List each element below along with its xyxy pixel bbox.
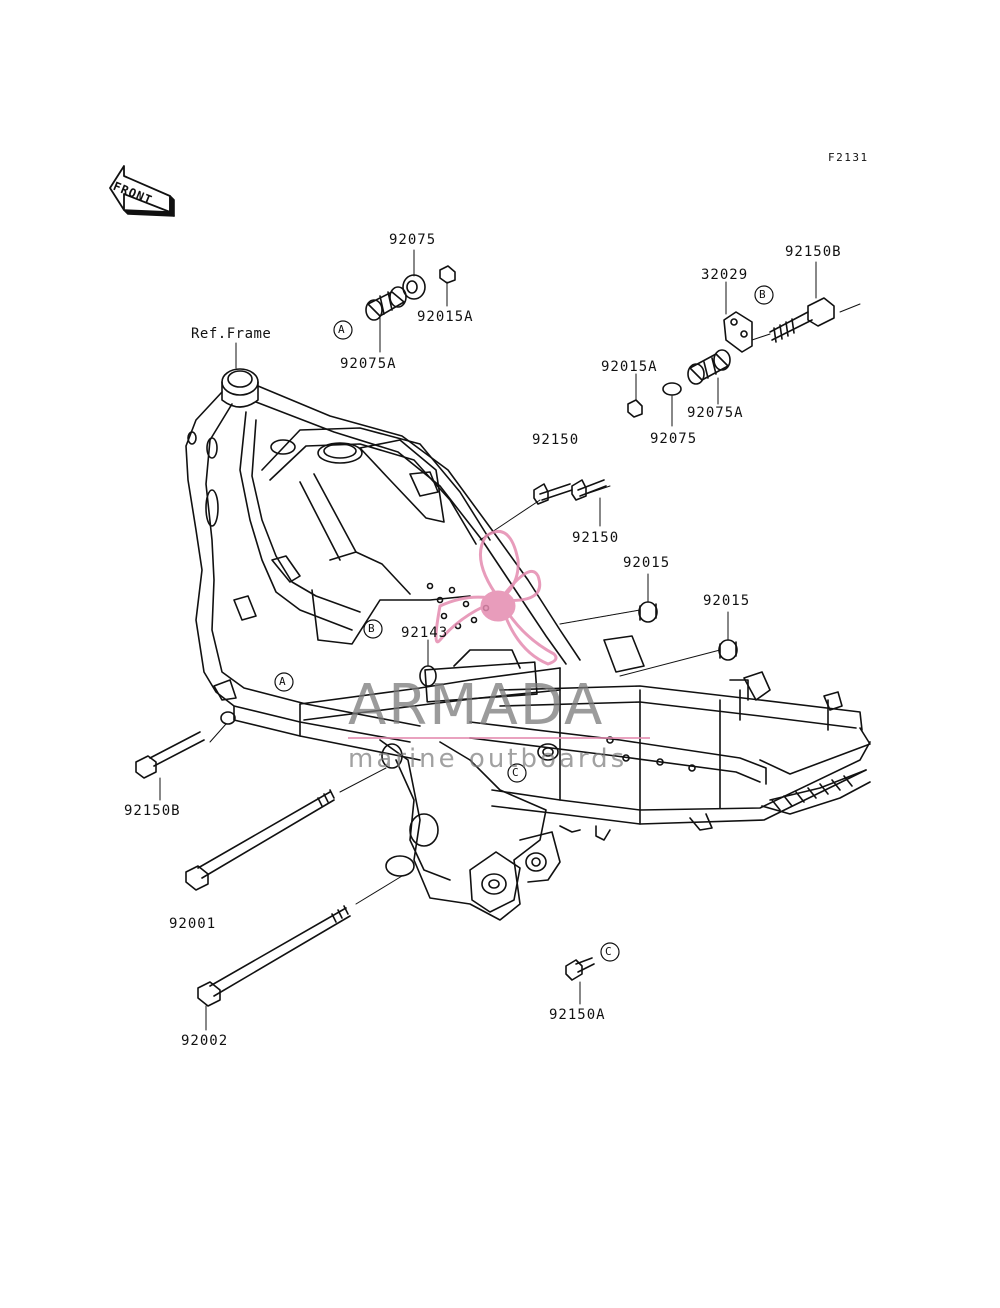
part-label-92143[interactable]: 92143	[401, 625, 449, 641]
callout-circles	[274, 285, 774, 962]
part-label-92075-right[interactable]: 92075	[650, 431, 698, 447]
part-label-92150B-left[interactable]: 92150B	[124, 803, 181, 819]
diagram-code: F2131	[828, 151, 869, 164]
frame-outline	[185, 368, 871, 921]
collar-92075A-top	[365, 286, 407, 321]
part-label-92150A[interactable]: 92150A	[549, 1007, 606, 1023]
washer-92075-right	[662, 382, 682, 396]
bolt-92150-right	[571, 479, 607, 501]
spacer-92015-lower	[718, 639, 738, 661]
watermark-tagline: marine outboards	[348, 744, 628, 774]
callout-b-frame: B	[368, 622, 376, 635]
callout-a-top: A	[338, 323, 346, 336]
part-label-92002[interactable]: 92002	[181, 1033, 229, 1049]
callout-c-bolt: C	[605, 945, 613, 958]
nut-92015A-right	[627, 399, 643, 418]
part-label-92001[interactable]: 92001	[169, 916, 217, 932]
part-label-32029[interactable]: 32029	[701, 267, 749, 283]
part-label-92150-right[interactable]: 92150	[572, 530, 620, 546]
callout-b-top: B	[759, 288, 767, 301]
part-label-92150B-top[interactable]: 92150B	[785, 244, 842, 260]
bolt-92001	[185, 789, 335, 891]
front-arrow-icon	[109, 165, 175, 217]
callout-c-frame: C	[512, 766, 520, 779]
reference-frame-label: Ref.Frame	[191, 326, 272, 342]
bolt-92150B-left	[135, 731, 205, 779]
bolt-92150A	[565, 957, 595, 981]
part-label-92150-left[interactable]: 92150	[532, 432, 580, 448]
bolt-92150B-top	[769, 297, 835, 343]
watermark-brand: ARMADA	[348, 673, 605, 738]
bolt-92002	[197, 905, 351, 1007]
collar-92075A-right	[687, 349, 731, 385]
part-label-92015A-right[interactable]: 92015A	[601, 359, 658, 375]
nut-92015A-top	[439, 265, 456, 284]
part-label-92075A-right[interactable]: 92075A	[687, 405, 744, 421]
part-label-92015A-top[interactable]: 92015A	[417, 309, 474, 325]
washer-92075-top	[402, 274, 426, 300]
callout-a-frame: A	[279, 675, 287, 688]
part-label-92075A-top[interactable]: 92075A	[340, 356, 397, 372]
bolt-92150-left	[533, 483, 573, 505]
leader-lines	[159, 249, 861, 1031]
part-label-92015-upper[interactable]: 92015	[623, 555, 671, 571]
part-label-92015-lower[interactable]: 92015	[703, 593, 751, 609]
watermark-logo-icon	[434, 530, 558, 666]
bracket-32029	[723, 311, 753, 353]
part-label-92075-top[interactable]: 92075	[389, 232, 437, 248]
spacer-92015-upper	[638, 601, 658, 623]
